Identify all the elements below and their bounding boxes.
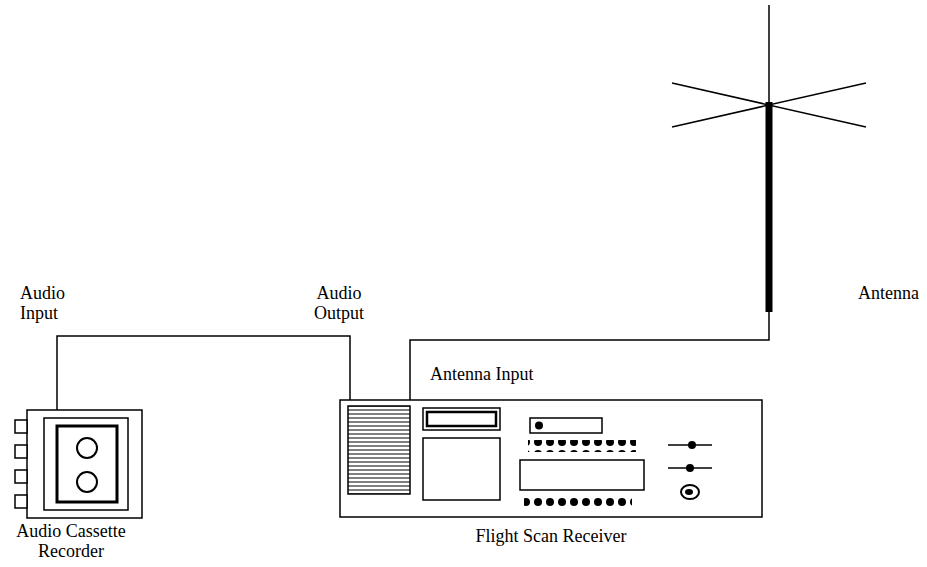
port-label: Audio Input	[20, 283, 72, 323]
device-name: Audio Cassette Recorder	[5, 521, 137, 561]
scan-receiver-drawing	[340, 400, 762, 517]
port-label: Antenna Input	[430, 364, 560, 384]
antenna: Antenna	[660, 5, 922, 312]
antenna-drawing	[660, 5, 922, 312]
device-name: Flight Scan Receiver	[340, 526, 762, 546]
cassette-recorder: Audio Cassette Recorder	[5, 410, 150, 566]
cassette-recorder-drawing	[5, 410, 150, 520]
cable-line	[410, 312, 769, 400]
scan-receiver: Flight Scan Receiver	[340, 400, 762, 550]
port-label: Audio Output	[302, 283, 376, 323]
device-name: Antenna	[858, 283, 922, 303]
cable-line	[57, 336, 350, 410]
